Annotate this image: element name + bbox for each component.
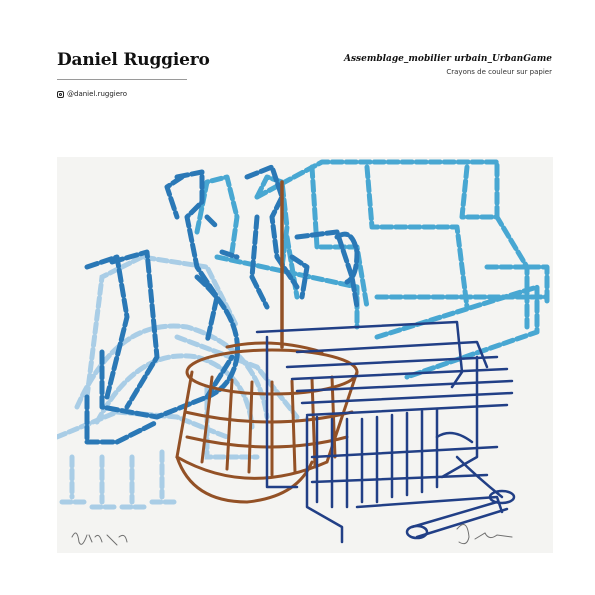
name-underline: [57, 79, 187, 80]
artwork-medium: Crayons de couleur sur papier: [446, 68, 552, 76]
blue-layer: [84, 164, 360, 445]
artwork-image: [57, 157, 553, 553]
brown-layer: [175, 180, 359, 504]
instagram-icon: [57, 90, 64, 98]
instagram-handle-text: @daniel.ruggiero: [67, 90, 128, 98]
artist-name: Daniel Ruggiero: [57, 50, 210, 70]
instagram-handle[interactable]: @daniel.ruggiero: [57, 90, 127, 98]
cyan-layer: [194, 159, 550, 380]
pencil-marks: [71, 524, 513, 546]
artwork-title: Assemblage_mobilier urbain_UrbanGame: [343, 54, 552, 64]
navy-layer: [255, 320, 516, 544]
artwork-drawing: [57, 159, 550, 546]
